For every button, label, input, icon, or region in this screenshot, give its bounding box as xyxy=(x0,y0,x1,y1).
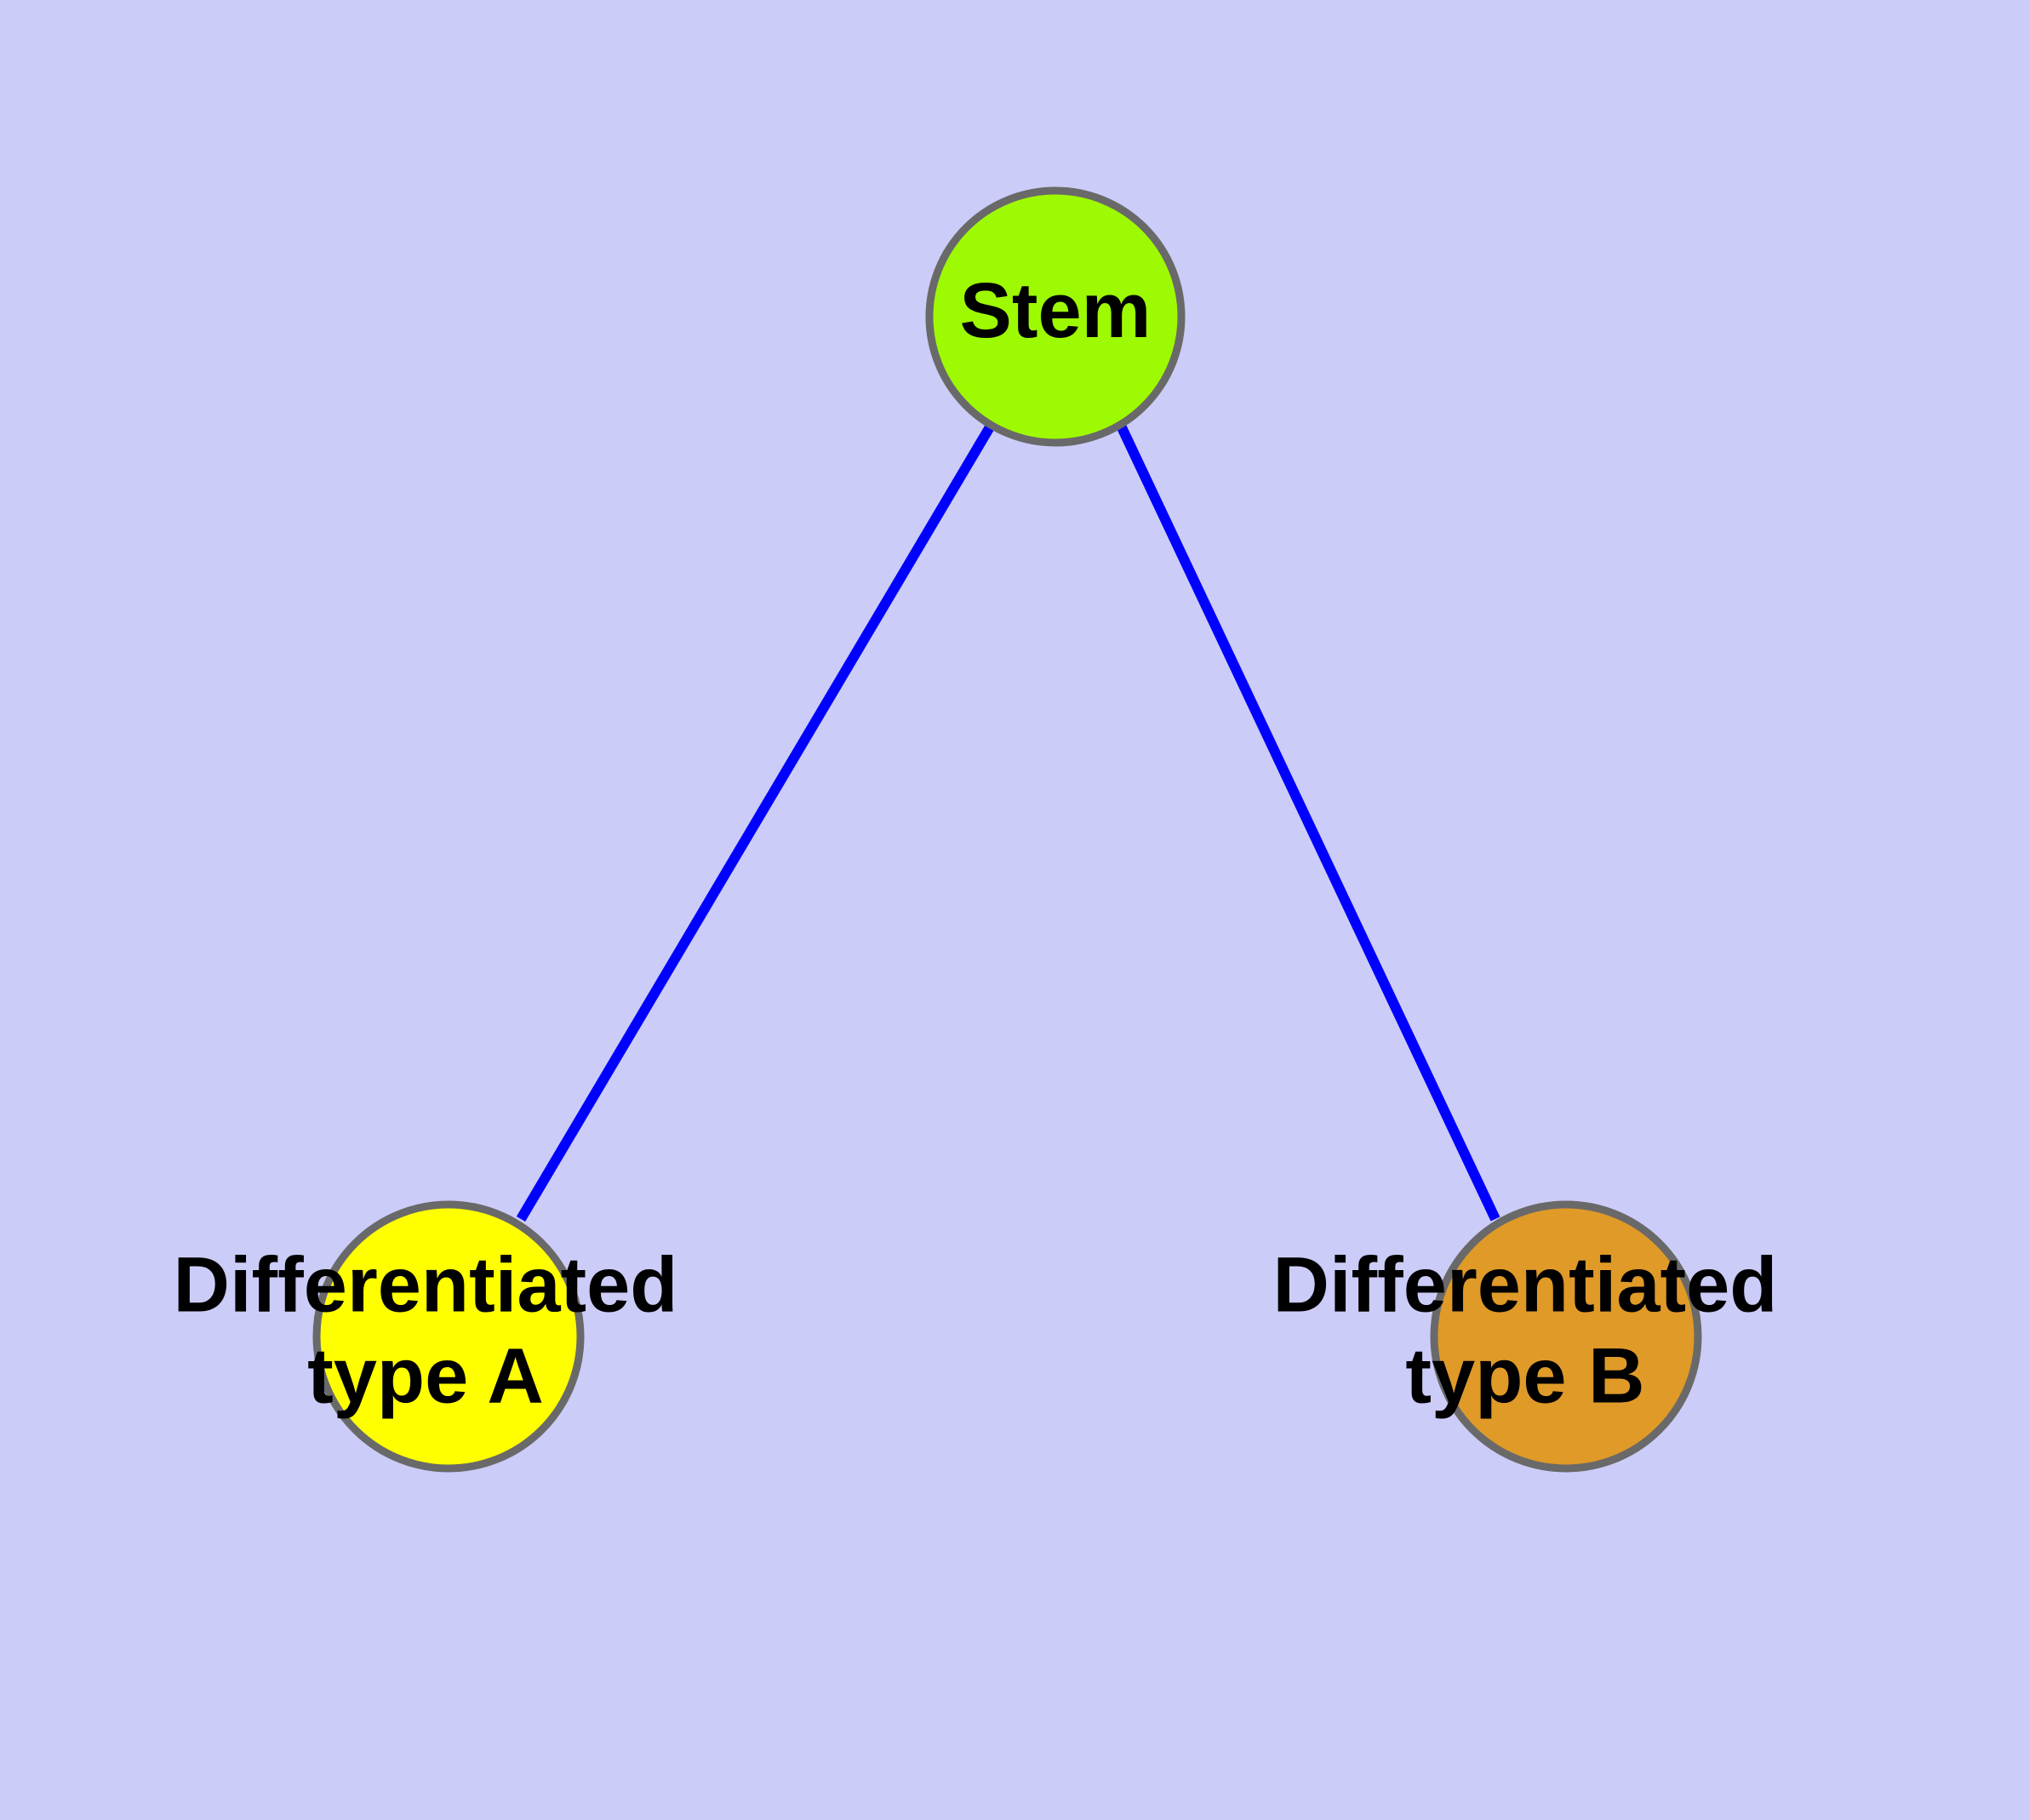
label-line: type B xyxy=(1405,1333,1644,1420)
edge-stem-to-differentiated-type-a xyxy=(516,422,996,1222)
edges-group xyxy=(516,422,1500,1222)
label-line: type A xyxy=(307,1333,544,1420)
label-line: Differentiated xyxy=(1273,1242,1778,1329)
node-stem[interactable]: Stem xyxy=(925,186,1186,447)
node-differentiated-type-b-circle[interactable] xyxy=(1430,1200,1702,1473)
label-line: Stem xyxy=(960,267,1152,354)
label-line: Differentiated xyxy=(174,1242,678,1329)
edge-stem-to-differentiated-type-b xyxy=(1116,423,1500,1222)
node-stem-label: Stem xyxy=(960,267,1152,354)
node-stem-circle[interactable] xyxy=(925,186,1186,447)
node-differentiated-type-a-circle[interactable] xyxy=(312,1200,585,1473)
